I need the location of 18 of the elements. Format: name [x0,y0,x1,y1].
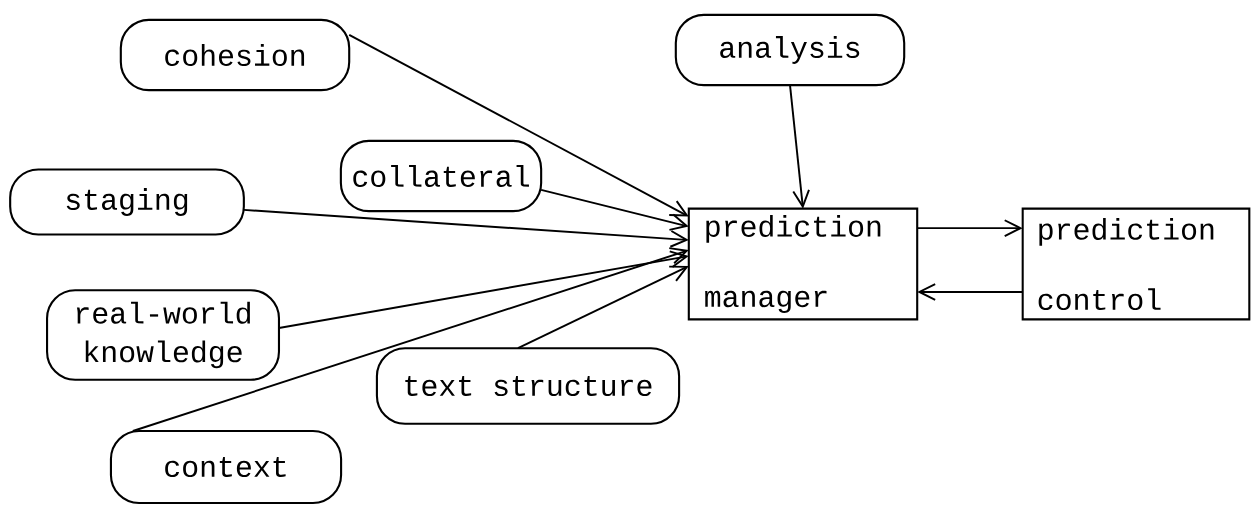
arrow [348,33,689,217]
arrow [242,208,689,248]
rounded-box: cohesion [119,18,351,92]
arrow [916,219,1023,237]
rounded-box: context [109,429,343,505]
process-box: prediction control [1021,207,1251,321]
arrow [789,84,810,209]
rounded-box: staging [9,168,245,236]
arrow [917,283,1024,301]
rounded-box: text structure [375,347,681,425]
arrow [278,250,689,329]
rounded-box: real-world knowledge [46,289,281,381]
process-box: prediction manager [687,207,919,321]
rounded-box: analysis [674,13,906,87]
rounded-box: collateral [339,139,543,213]
arrow [540,188,689,231]
arrow [131,247,689,432]
arrow [517,265,689,350]
